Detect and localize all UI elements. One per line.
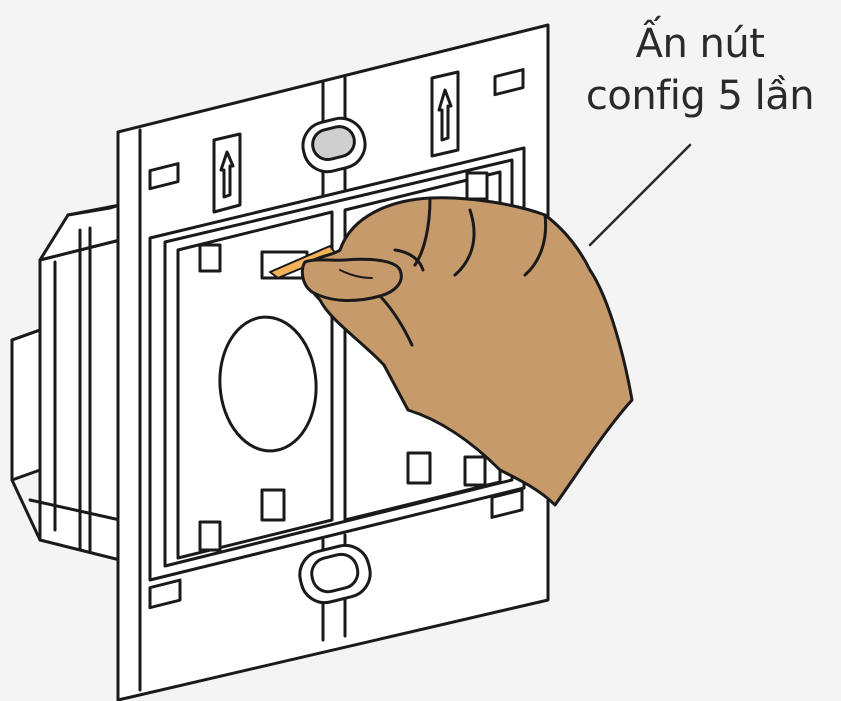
arrow-up-icon — [432, 72, 458, 156]
callout-line-2: config 5 lần — [560, 70, 840, 122]
callout-label: Ấn nút config 5 lần — [560, 18, 840, 122]
callout-line-1: Ấn nút — [560, 18, 840, 70]
callout-leader-line — [590, 145, 690, 245]
arrow-up-icon — [214, 134, 240, 212]
switch-module-housing — [12, 205, 120, 560]
